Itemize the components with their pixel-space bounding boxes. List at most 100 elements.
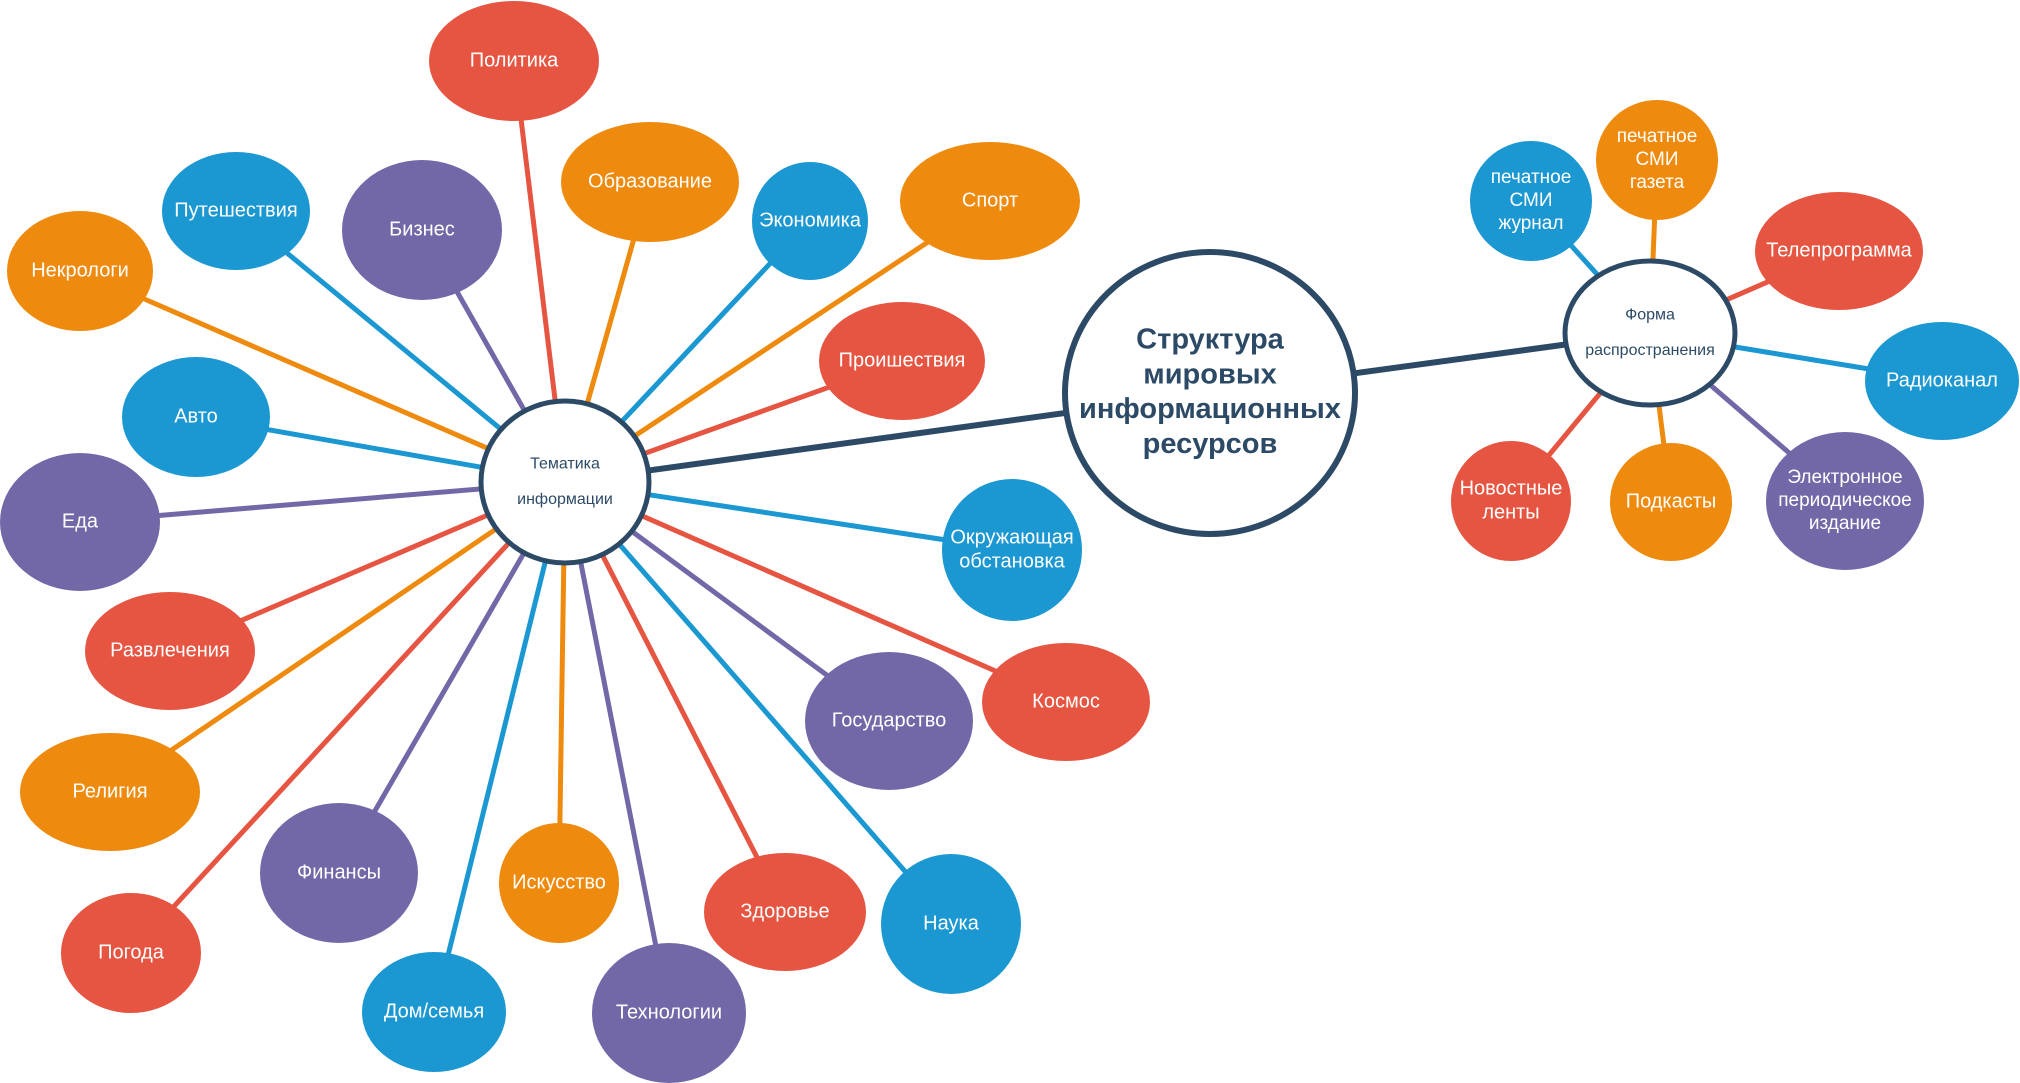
node-погода: Погода bbox=[61, 893, 201, 1013]
node-bubble bbox=[561, 122, 739, 242]
node-телепрограмма: Телепрограмма bbox=[1755, 192, 1923, 310]
node-label: Спорт bbox=[962, 189, 1018, 211]
node-искусство: Искусство bbox=[499, 823, 619, 943]
node-космос: Космос bbox=[982, 643, 1150, 761]
node-bubble bbox=[362, 952, 506, 1072]
node-label: издание bbox=[1809, 513, 1881, 534]
node-bubble bbox=[1470, 141, 1592, 261]
node-политика: Политика bbox=[429, 1, 599, 121]
node-bubble bbox=[429, 1, 599, 121]
node-label: печатное bbox=[1617, 126, 1698, 147]
node-образование: Образование bbox=[561, 122, 739, 242]
node-label: Религия bbox=[72, 780, 147, 802]
node-label: Электронное bbox=[1787, 467, 1902, 488]
node-здоровье: Здоровье bbox=[704, 853, 866, 971]
node-label: Погода bbox=[98, 941, 165, 963]
connector-topics-8 bbox=[563, 480, 953, 926]
node-bubble bbox=[20, 733, 200, 851]
node-bubble bbox=[499, 823, 619, 943]
center-title: ресурсов bbox=[1143, 428, 1278, 460]
node-bubble bbox=[122, 357, 270, 477]
node-развлечения: Развлечения bbox=[85, 592, 255, 710]
node-bubble bbox=[704, 853, 866, 971]
center-bubble bbox=[1062, 249, 1358, 537]
node-label: Авто bbox=[174, 405, 218, 427]
node-bubble bbox=[85, 592, 255, 710]
hub-label: распространения bbox=[1585, 342, 1715, 359]
node-bubble bbox=[162, 152, 310, 270]
node-bubble bbox=[260, 803, 418, 943]
hub-distribution: Форма распространения bbox=[1562, 258, 1738, 408]
node-bubble bbox=[592, 943, 746, 1083]
center-title: Структура bbox=[1136, 323, 1285, 355]
node-bubble bbox=[819, 302, 985, 420]
node-авто: Авто bbox=[122, 357, 270, 477]
node-label: Подкасты bbox=[1626, 490, 1717, 512]
node-bubble bbox=[881, 854, 1021, 994]
node-bubble bbox=[752, 162, 868, 280]
node-label: Образование bbox=[588, 170, 712, 192]
hub-bubble bbox=[478, 398, 652, 566]
node-bubble bbox=[1610, 443, 1732, 561]
node-bubble bbox=[900, 142, 1080, 260]
node-label: Новостные bbox=[1460, 477, 1563, 499]
node-label: Технологии bbox=[616, 1001, 722, 1023]
center-title: информационных bbox=[1079, 393, 1341, 425]
node-некрологи: Некрологи bbox=[7, 211, 153, 331]
node-label: обстановка bbox=[959, 550, 1065, 572]
node-дом-семья: Дом/семья bbox=[362, 952, 506, 1072]
node-bubble bbox=[982, 643, 1150, 761]
node-экономика: Экономика bbox=[752, 162, 868, 280]
node-bubble bbox=[1766, 432, 1924, 570]
node-label: Бизнес bbox=[389, 218, 455, 240]
connector-topics-14 bbox=[129, 480, 567, 955]
node-бизнес: Бизнес bbox=[342, 160, 502, 300]
node-label: Радиоканал bbox=[1886, 369, 1998, 391]
node-label: Государство bbox=[832, 709, 947, 731]
node-label: газета bbox=[1630, 172, 1685, 193]
node-финансы: Финансы bbox=[260, 803, 418, 943]
node-label: Экономика bbox=[759, 209, 862, 231]
connector-topics-6 bbox=[563, 479, 1068, 705]
node-радиоканал: Радиоканал bbox=[1865, 322, 2019, 440]
node-путешествия: Путешествия bbox=[162, 152, 310, 270]
hub-bubble bbox=[1562, 258, 1738, 408]
node-bubble bbox=[942, 479, 1082, 621]
node-label: Финансы bbox=[297, 861, 381, 883]
node-label: Наука bbox=[923, 912, 980, 934]
node-государство: Государство bbox=[805, 652, 973, 790]
node-bubble bbox=[1755, 192, 1923, 310]
node-label: Еда bbox=[62, 510, 99, 532]
connector-topics-12 bbox=[431, 481, 568, 1013]
node-label: Проишествия bbox=[839, 349, 966, 371]
node-label: периодическое bbox=[1778, 490, 1912, 511]
hub-label: Тематика bbox=[530, 456, 600, 473]
node-label: Телепрограмма bbox=[1766, 239, 1912, 261]
node-bubble bbox=[805, 652, 973, 790]
node-label: Путешествия bbox=[174, 199, 297, 221]
node-label: Здоровье bbox=[740, 900, 829, 922]
connector-topics-15 bbox=[108, 479, 567, 795]
hub-label: Форма bbox=[1625, 307, 1675, 324]
center-title: мировых bbox=[1143, 358, 1276, 390]
node-проишествия: Проишествия bbox=[819, 302, 985, 420]
node-bubble bbox=[0, 453, 160, 591]
node-bubble bbox=[7, 211, 153, 331]
node-наука: Наука bbox=[881, 854, 1021, 994]
node-еда: Еда bbox=[0, 453, 160, 591]
node-label: СМИ bbox=[1510, 190, 1553, 211]
node-label: ленты bbox=[1482, 501, 1539, 523]
node-технологии: Технологии bbox=[592, 943, 746, 1083]
node-label: Искусство bbox=[512, 871, 606, 893]
node-bubble bbox=[1865, 322, 2019, 440]
